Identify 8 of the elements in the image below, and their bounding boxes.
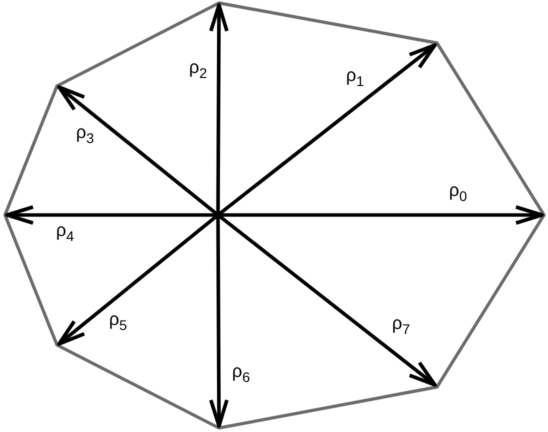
vector-label: ρ$_{4}$ bbox=[56, 219, 74, 242]
vector-label: ρ$_{6}$ bbox=[232, 360, 250, 383]
vector-label: ρ$_{7}$ bbox=[392, 312, 410, 335]
vector-label: ρ$_{3}$ bbox=[76, 121, 94, 144]
vector-label: ρ$_{2}$ bbox=[189, 56, 208, 79]
vector-label: ρ$_{5}$ bbox=[109, 308, 128, 331]
vector-label: ρ$_{0}$ bbox=[449, 179, 468, 202]
vector-label: ρ$_{1}$ bbox=[346, 64, 364, 87]
